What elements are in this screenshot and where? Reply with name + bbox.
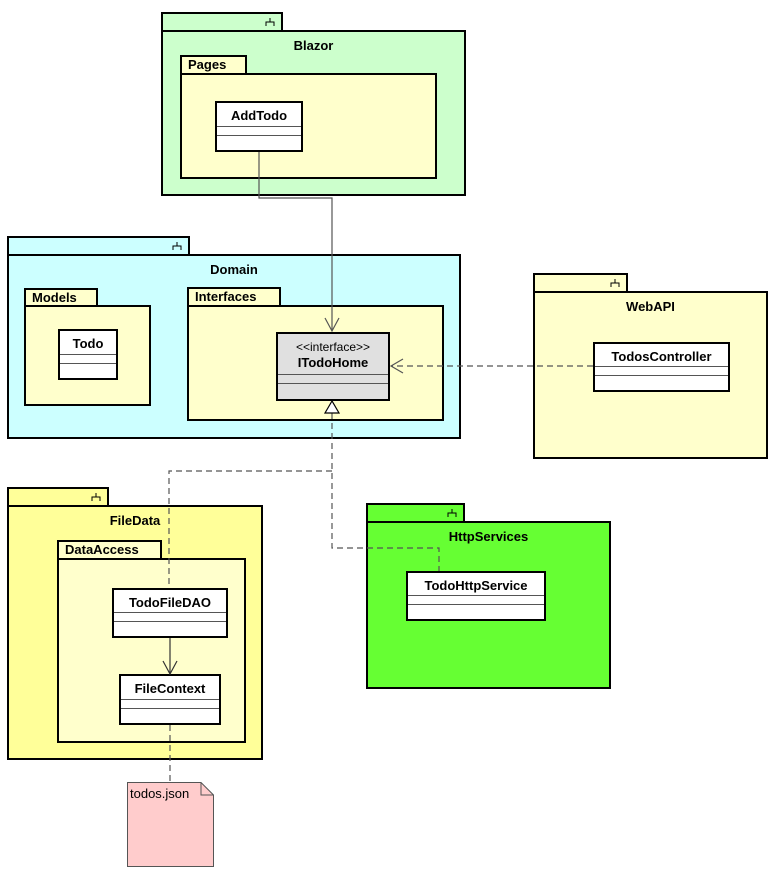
- class-name: AddTodo: [230, 108, 288, 123]
- package-icon: [172, 241, 182, 251]
- package-domain-tab[interactable]: [7, 236, 190, 255]
- operations-compartment: [408, 604, 544, 613]
- note-shape: [127, 782, 214, 867]
- attributes-compartment: [408, 595, 544, 604]
- class-name: Todo: [72, 336, 104, 351]
- attributes-compartment: [217, 126, 301, 135]
- class-addtodo[interactable]: AddTodo: [215, 101, 303, 152]
- operations-compartment: [278, 383, 388, 392]
- operations-compartment: [121, 708, 219, 717]
- package-name: HttpServices: [448, 529, 529, 544]
- package-pages-tab[interactable]: Pages: [180, 55, 247, 74]
- package-blazor-tab[interactable]: [161, 12, 283, 31]
- package-icon: [91, 492, 101, 502]
- class-name: TodoHttpService: [424, 578, 528, 593]
- class-name: TodosController: [611, 349, 712, 364]
- class-name: ITodoHome: [297, 355, 369, 370]
- package-dataaccess-tab[interactable]: DataAccess: [57, 540, 162, 559]
- package-name: Domain: [210, 262, 258, 277]
- class-name: TodoFileDAO: [128, 595, 212, 610]
- attributes-compartment: [278, 374, 388, 383]
- class-name: FileContext: [134, 681, 206, 696]
- package-name: Pages: [188, 57, 227, 72]
- package-name: Blazor: [293, 38, 334, 53]
- package-name: Models: [32, 290, 77, 305]
- package-filedata-tab[interactable]: [7, 487, 109, 506]
- class-todohttpservice[interactable]: TodoHttpService: [406, 571, 546, 621]
- package-models-tab[interactable]: Models: [24, 288, 98, 306]
- package-interfaces-tab[interactable]: Interfaces: [187, 287, 281, 306]
- package-icon: [265, 17, 275, 27]
- attributes-compartment: [121, 699, 219, 708]
- note-todos-json[interactable]: todos.json: [127, 782, 214, 867]
- package-name: DataAccess: [65, 542, 139, 557]
- package-httpservices-tab[interactable]: [366, 503, 465, 522]
- attributes-compartment: [60, 354, 116, 363]
- class-todoscontroller[interactable]: TodosController: [593, 342, 730, 392]
- attributes-compartment: [114, 612, 226, 621]
- class-todofiledao[interactable]: TodoFileDAO: [112, 588, 228, 638]
- class-todo[interactable]: Todo: [58, 329, 118, 380]
- package-name: WebAPI: [626, 299, 675, 314]
- class-filecontext[interactable]: FileContext: [119, 674, 221, 725]
- operations-compartment: [595, 375, 728, 384]
- note-text: todos.json: [130, 786, 190, 801]
- operations-compartment: [217, 135, 301, 144]
- operations-compartment: [114, 621, 226, 630]
- package-icon: [447, 508, 457, 518]
- attributes-compartment: [595, 366, 728, 375]
- package-webapi-tab[interactable]: [533, 273, 628, 292]
- operations-compartment: [60, 363, 116, 372]
- package-name: Interfaces: [195, 289, 257, 304]
- package-name: FileData: [109, 513, 161, 528]
- package-icon: [610, 278, 620, 288]
- stereotype-label: <<interface>>: [295, 340, 371, 354]
- interface-itodohome[interactable]: <<interface>> ITodoHome: [276, 332, 390, 401]
